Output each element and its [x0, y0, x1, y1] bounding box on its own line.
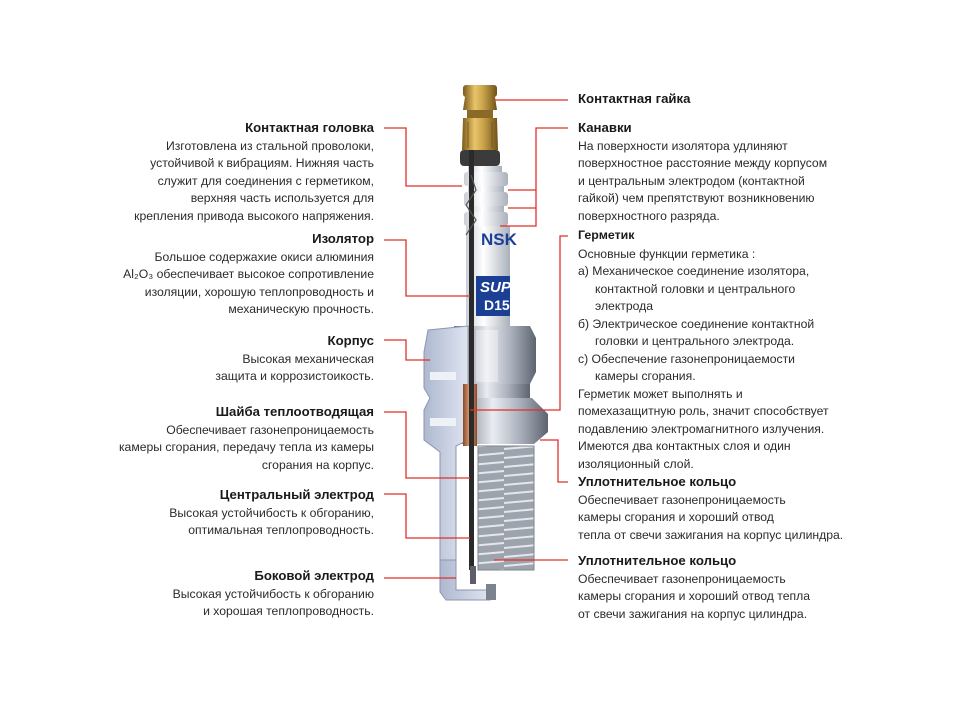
sealant-outro: помехазащитную роль, значит способствует: [578, 403, 829, 421]
label-seal-ring-1: Уплотнительное кольцо Обеспечивает газон…: [578, 473, 843, 544]
contact-nut: [460, 85, 500, 166]
heat-washer-line: Обеспечивает газонепроницаемость: [119, 422, 374, 440]
sealant-item: головки и центрального электрода.: [578, 333, 829, 351]
sealant-outro: изоляционный слой.: [578, 456, 829, 474]
sealant-title: Герметик: [578, 227, 829, 245]
insulator-line: изоляции, хорошую теплопроводность и: [123, 284, 374, 302]
heat-washer-line: камеры сгорания, передачу тепла из камер…: [119, 439, 374, 457]
seal-ring-2-line: камеры сгорания и хороший отвод тепла: [578, 588, 810, 606]
sealant-outro: Имеются два контактных слоя и один: [578, 438, 829, 456]
housing-title: Корпус: [215, 332, 374, 350]
leader-insulator: [384, 240, 470, 296]
label-sealant: Герметик Основные функции герметика : а)…: [578, 227, 829, 473]
sealant-item: контактной головки и центрального: [578, 281, 829, 299]
housing-line: Высокая механическая: [215, 351, 374, 369]
heat-washer-title: Шайба теплоотводящая: [119, 403, 374, 421]
label-heat-washer: Шайба теплоотводящая Обеспечивает газоне…: [119, 403, 374, 474]
seal-ring-2-line: Обеспечивает газонепроницаемость: [578, 571, 810, 589]
grooves-line: гайкой) чем препятствуют возникновению: [578, 190, 827, 208]
contact-head-line: устойчивой к вибрациям. Нижняя часть: [134, 155, 374, 173]
grooves-line: поверхностного разряда.: [578, 208, 827, 226]
label-grooves: Канавки На поверхности изолятора удлиняю…: [578, 119, 827, 225]
center-electrode-title: Центральный электрод: [169, 486, 374, 504]
contact-head-line: верхняя часть используется для: [134, 190, 374, 208]
housing-line: защита и коррозистоикость.: [215, 368, 374, 386]
side-electrode-line: и хорошая теплопроводность.: [173, 603, 374, 621]
plug-code-line2: D15: [484, 297, 510, 313]
label-contact-nut: Контактная гайка: [578, 90, 690, 109]
leader-seal-ring-1: [540, 440, 568, 482]
seal-ring-2-line: от свечи зажигания на корпус цилиндра.: [578, 606, 810, 624]
contact-head-line: служит для соединения с герметиком,: [134, 173, 374, 191]
contact-head-line: крепления привода высокого напряжения.: [134, 208, 374, 226]
side-electrode-line: Высокая устойчибость к обгоранию: [173, 586, 374, 604]
sealant-item: б) Электрическое соединение контактной: [578, 316, 829, 334]
seal-ring-2-title: Уплотнительное кольцо: [578, 552, 810, 570]
sealant-item: с) Обеспечение газонепроницаемости: [578, 351, 829, 369]
insulator-line: Большое содержахие окиси алюминия: [123, 249, 374, 267]
grooves-line: и центральным электродом (контактной: [578, 173, 827, 191]
sealant-outro: подавлению электромагнитного излучения.: [578, 421, 829, 439]
center-electrode-line: Высокая устойчибость к обгоранию,: [169, 505, 374, 523]
sealant-outro: Герметик может выполнять и: [578, 386, 829, 404]
leader-contact-head: [384, 128, 462, 186]
seal-ring-1-line: Обеспечивает газонепроницаемость: [578, 492, 843, 510]
side-electrode-title: Боковой электрод: [173, 567, 374, 585]
label-side-electrode: Боковой электрод Высокая устойчибость к …: [173, 567, 374, 621]
seal-ring-1-title: Уплотнительное кольцо: [578, 473, 843, 491]
grooves-line: На поверхности изолятора удлиняют: [578, 138, 827, 156]
insulator-line: механическую прочность.: [123, 301, 374, 319]
sealant-item: а) Механическое соединение изолятора,: [578, 263, 829, 281]
label-housing: Корпус Высокая механическая защита и кор…: [215, 332, 374, 386]
insulator-title: Изолятор: [123, 230, 374, 248]
leader-center-electrode: [384, 494, 470, 538]
brand-mark: NSK: [481, 230, 518, 249]
seal-ring-1-line: тепла от свечи зажигания на корпус цилин…: [578, 527, 843, 545]
grooves-title: Канавки: [578, 119, 827, 137]
seal-ring-1-line: камеры сгорания и хороший отвод: [578, 509, 843, 527]
heat-washer-line: сгорания на корпус.: [119, 457, 374, 475]
insulator-line: Al₂O₃ обеспечивает высокое сопротивление: [123, 266, 374, 284]
side-electrode: [486, 584, 496, 600]
center-electrode-line: оптимальная теплопроводность.: [169, 522, 374, 540]
leader-grooves: [500, 128, 568, 226]
label-center-electrode: Центральный электрод Высокая устойчибост…: [169, 486, 374, 540]
sealant-item: камеры сгорания.: [578, 368, 829, 386]
contact-head-line: Изготовлена из стальной проволоки,: [134, 138, 374, 156]
grooves-line: поверхностное расстояние между корпусом: [578, 155, 827, 173]
thread: [478, 446, 534, 570]
contact-head-title: Контактная головка: [134, 119, 374, 137]
plug-code-line1: SUP: [480, 279, 512, 296]
label-seal-ring-2: Уплотнительное кольцо Обеспечивает газон…: [578, 552, 810, 623]
contact-nut-title: Контактная гайка: [578, 90, 690, 108]
sealant-item: электрода: [578, 298, 829, 316]
label-contact-head: Контактная головка Изготовлена из стальн…: [134, 119, 374, 225]
label-insulator: Изолятор Большое содержахие окиси алюмин…: [123, 230, 374, 319]
leader-housing: [384, 340, 430, 360]
sealant-intro: Основные функции герметика :: [578, 246, 829, 264]
